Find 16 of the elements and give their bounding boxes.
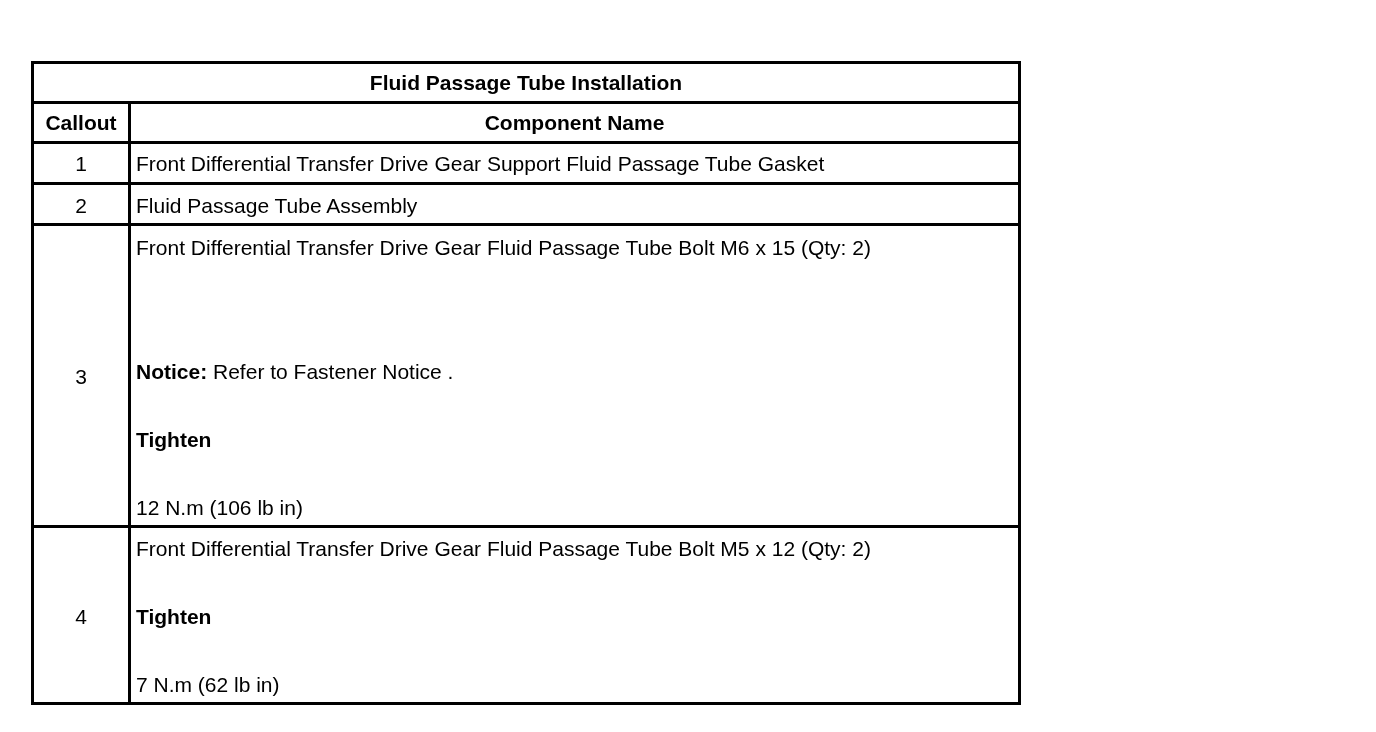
column-header: Component Name — [484, 111, 665, 135]
torque-value: 7 N.m (62 lb in) — [136, 673, 280, 697]
component-name: Front Differential Transfer Drive Gear Fluid Passage Tube Bolt M6 x 15 (Qty: 2) — [136, 236, 871, 260]
callout-number: 1 — [75, 152, 87, 176]
callout-number: 4 — [75, 605, 87, 629]
table-title: Fluid Passage Tube Installation — [369, 71, 683, 95]
callout-number: 2 — [75, 194, 87, 218]
component-name: Front Differential Transfer Drive Gear Support Fluid Passage Tube Gasket — [136, 152, 825, 176]
callout-number: 3 — [75, 365, 87, 389]
torque-value: 12 N.m (106 lb in) — [136, 496, 303, 520]
tighten-label: Tighten — [136, 605, 212, 629]
notice-text: Notice: Refer to Fastener Notice . — [136, 360, 454, 384]
tighten-label: Tighten — [136, 428, 212, 452]
component-name: Front Differential Transfer Drive Gear Fluid Passage Tube Bolt M5 x 12 (Qty: 2) — [136, 537, 871, 561]
column-header: Callout — [45, 111, 117, 135]
component-name: Fluid Passage Tube Assembly — [136, 194, 418, 218]
